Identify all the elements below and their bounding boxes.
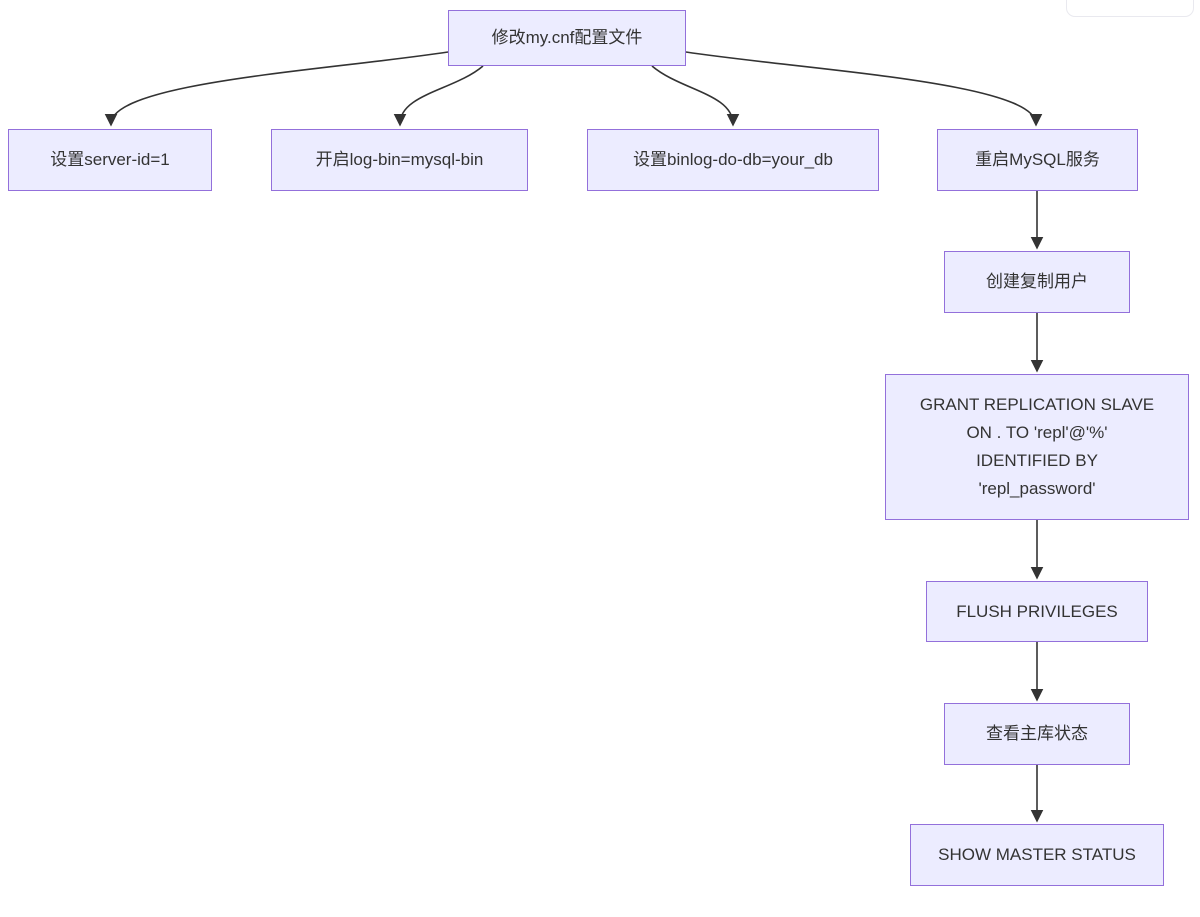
node-show-master-status: SHOW MASTER STATUS: [910, 824, 1164, 886]
node-grant-replication-slave: GRANT REPLICATION SLAVE ON . TO 'repl'@'…: [885, 374, 1189, 520]
node-label: 开启log-bin=mysql-bin: [315, 150, 484, 169]
node-label: 创建复制用户: [986, 272, 1088, 291]
node-enable-log-bin: 开启log-bin=mysql-bin: [271, 129, 528, 191]
node-modify-mycnf-config: 修改my.cnf配置文件: [448, 10, 686, 66]
clipped-toolbar-panel[interactable]: [1066, 0, 1194, 17]
edge-modify-to-log-bin: [393, 65, 484, 127]
node-label: GRANT REPLICATION SLAVE ON . TO 'repl'@'…: [919, 395, 1155, 498]
edge-modify-to-restart: [685, 51, 1043, 127]
node-set-server-id: 设置server-id=1: [8, 129, 212, 191]
node-label: 重启MySQL服务: [975, 150, 1100, 169]
node-create-replication-user: 创建复制用户: [944, 251, 1130, 313]
node-flush-privileges: FLUSH PRIVILEGES: [926, 581, 1148, 642]
node-label: FLUSH PRIVILEGES: [956, 601, 1118, 621]
node-label: 修改my.cnf配置文件: [491, 28, 643, 47]
node-check-master-status: 查看主库状态: [944, 703, 1130, 765]
node-label: 设置binlog-do-db=your_db: [633, 150, 833, 169]
edge-modify-to-binlog-db: [651, 65, 740, 127]
edge-modify-to-server-id: [104, 51, 449, 127]
node-set-binlog-do-db: 设置binlog-do-db=your_db: [587, 129, 879, 191]
node-label: 设置server-id=1: [50, 150, 170, 169]
node-label: SHOW MASTER STATUS: [938, 845, 1136, 864]
node-label: 查看主库状态: [986, 724, 1088, 743]
node-restart-mysql: 重启MySQL服务: [937, 129, 1138, 191]
